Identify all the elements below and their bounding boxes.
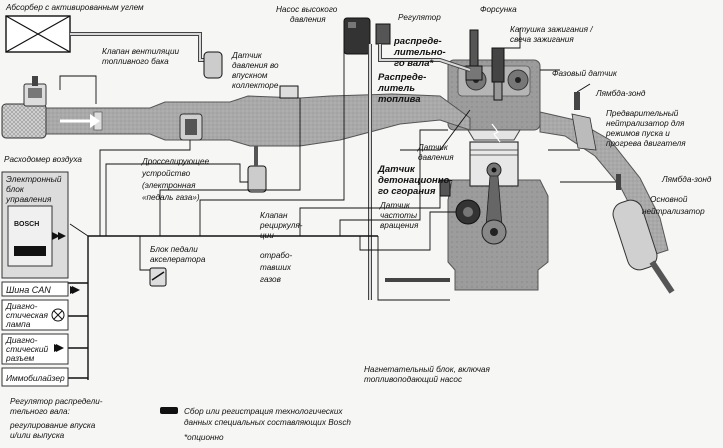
label-injector: Форсунка <box>480 5 517 14</box>
label-purge-valve-1: Клапан вентиляции <box>102 47 179 56</box>
egr-valve <box>247 146 267 193</box>
label-main-cat-1: Основной <box>650 195 688 204</box>
label-precat-1: Предварительный <box>606 109 679 118</box>
label-diag-lamp-3: лампа <box>5 319 31 329</box>
text-labels: Абсорбер с активированным углем Клапан в… <box>4 3 712 442</box>
lambda-sensor-1 <box>574 83 591 110</box>
label-diag-conn-1: Диагно- <box>5 335 38 345</box>
signal-wires <box>52 28 616 380</box>
label-throttle-1: Дросселирующее <box>141 157 210 166</box>
label-map-3: впускном <box>232 71 268 80</box>
label-knock-1: Датчик <box>377 164 416 175</box>
label-egr-2: рециркуля- <box>259 221 303 230</box>
label-cam-reg-2: лительно- <box>393 47 446 58</box>
label-legend-1: Сбор или регистрация технологических <box>184 407 343 416</box>
label-can: Шина CAN <box>6 285 51 295</box>
legend-marker <box>160 407 178 414</box>
label-cam-note-1: Регулятор распредели- <box>10 397 103 406</box>
label-egr-6: газов <box>260 275 282 284</box>
label-speed-2: частоты <box>380 211 417 220</box>
label-cam-note-2: тельного вала: <box>10 407 70 416</box>
label-absorber: Абсорбер с активированным углем <box>5 3 144 12</box>
label-egr-4: отрабо- <box>260 251 293 260</box>
label-map-2: давления во <box>232 61 279 70</box>
air-flow-meter <box>1 76 47 139</box>
label-ecu-brand: BOSCH <box>14 221 39 228</box>
label-precat-4: прогрева двигателя <box>606 139 686 148</box>
purge-valve <box>203 51 223 79</box>
label-egr-1: Клапан <box>260 211 288 220</box>
injector <box>465 29 483 81</box>
label-throttle-3: (электронная <box>142 181 196 190</box>
label-pump-note-2: топливоподающий насос <box>364 375 462 384</box>
label-fuel-rail-3: топлива <box>378 94 421 105</box>
carbon-canister <box>5 15 215 62</box>
label-knock-3: го сгорания <box>378 186 436 197</box>
label-hp-pump-2: давления <box>290 15 326 24</box>
label-speed-3: вращения <box>380 221 419 230</box>
label-lambda-2: Лямбда-зонд <box>661 175 712 184</box>
label-pressure-2: давления <box>418 153 454 162</box>
label-cam-reg-1: распреде- <box>393 36 442 47</box>
label-pressure-1: Датчик <box>417 143 449 152</box>
can-box <box>1 281 80 297</box>
throttle-body <box>179 113 203 141</box>
label-lambda-1: Лямбда-зонд <box>595 89 646 98</box>
label-pump-note-1: Нагнетательный блок, включая <box>364 365 490 374</box>
label-cam-note-3: регулирование впуска <box>9 421 96 430</box>
label-ecu-3: управления <box>5 194 52 204</box>
label-coil-1: Катушка зажигания / <box>510 25 593 34</box>
label-fuel-rail-2: литель <box>377 83 415 94</box>
label-hp-pump-1: Насос высокого <box>276 5 338 14</box>
crank-sensor-wheel <box>455 199 481 225</box>
label-precat-2: нейтрализатор для <box>606 119 685 128</box>
ecu-panel <box>1 171 69 279</box>
label-diag-lamp-1: Диагно- <box>5 301 38 311</box>
label-ecu-1: Электронный <box>6 174 62 184</box>
label-diag-conn-3: разъем <box>5 353 35 363</box>
label-throttle-2: устройство <box>141 169 191 178</box>
label-diag-lamp-2: стическая <box>6 310 49 320</box>
label-cam-reg-3: го вала* <box>394 58 434 69</box>
label-fuel-rail-1: Распреде- <box>378 72 426 83</box>
diag-connector-box <box>1 333 69 365</box>
label-purge-valve-2: топливного бака <box>102 57 169 66</box>
map-sensor <box>279 85 299 99</box>
label-regulator: Регулятор <box>398 13 441 22</box>
label-speed-1: Датчик <box>379 201 411 210</box>
label-phase-sensor: Фазовый датчик <box>552 69 618 78</box>
fuel-lines <box>368 44 471 300</box>
label-main-cat-2: нейтрализатор <box>642 207 705 216</box>
label-knock-2: детонационно- <box>378 175 453 186</box>
exhaust-system <box>539 111 675 294</box>
diag-lamp-box <box>1 299 69 331</box>
label-egr-5: тавших <box>260 263 292 272</box>
label-diag-conn-2: стический <box>6 344 49 354</box>
label-pedal-1: Блок педали <box>150 245 198 254</box>
immobilizer-box <box>1 367 69 387</box>
label-cam-note-4: и/или выпуска <box>10 431 65 440</box>
label-map-1: Датчик <box>231 51 263 60</box>
lambda-sensor-2 <box>616 174 621 190</box>
label-airflow: Расходомер воздуха <box>4 155 82 164</box>
high-pressure-pump <box>343 17 391 55</box>
label-legend-3: *опционно <box>184 433 224 442</box>
label-immobilizer: Иммобилайзер <box>6 373 65 383</box>
knock-sensor <box>439 179 451 197</box>
label-pedal-2: акселератора <box>150 255 206 264</box>
label-throttle-4: «педаль газа») <box>142 193 200 202</box>
ignition-coil <box>491 47 505 101</box>
accelerator-pedal <box>149 267 167 287</box>
label-precat-3: режимов пуска и <box>605 129 670 138</box>
label-ecu-2: блок <box>6 184 25 194</box>
label-egr-3: ции <box>260 231 274 240</box>
label-legend-2: данных специальных составляющих Bosch <box>184 418 351 427</box>
label-map-4: коллекторе <box>232 81 279 90</box>
label-coil-2: свеча зажигания <box>510 35 574 44</box>
